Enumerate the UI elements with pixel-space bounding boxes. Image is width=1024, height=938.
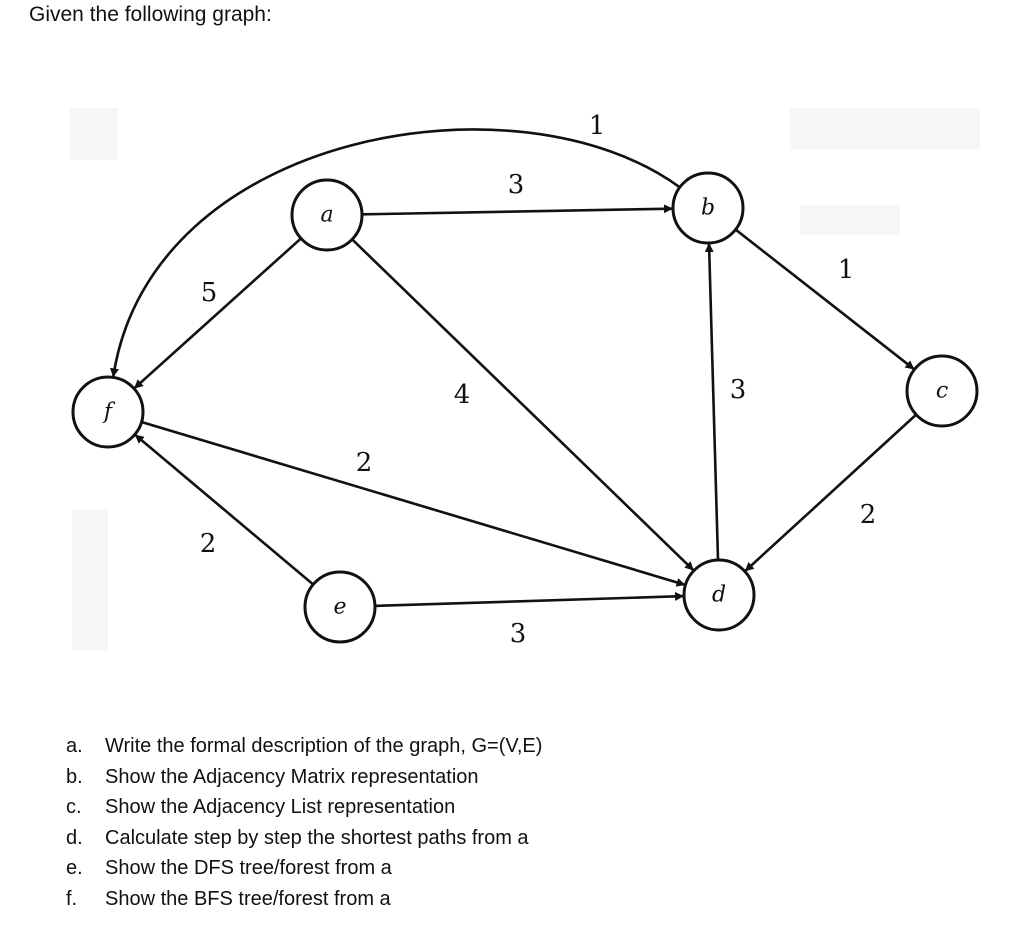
node-f: f [71,375,145,449]
node-circle [290,178,364,252]
question-text: Show the BFS tree/forest from a [105,887,391,910]
node-circle [905,354,979,428]
question-marker: b. [66,765,83,788]
scan-artifact [70,108,118,160]
edge-weight-b-c: 1 [838,255,855,285]
edge-weight-a-d: 4 [454,380,471,410]
edge-weight-a-f: 5 [201,278,218,308]
question-item: b. Show the Adjacency Matrix representati… [66,762,542,793]
node-e: e [303,570,377,644]
edge-weight-e-d: 3 [510,619,527,649]
question-text: Show the Adjacency Matrix representation [105,765,479,788]
scan-artifact [790,108,980,150]
edge-e-d [374,591,685,608]
edge-e-f [133,433,315,586]
edge-weight-d-b: 3 [730,375,747,405]
question-text: Show the DFS tree/forest from a [105,857,392,879]
intro-text: Given the following graph: [29,3,272,26]
node-circle [671,171,745,245]
edge-f-d [141,420,686,587]
edge-weight-a-b: 3 [508,170,525,200]
edge-c-d [743,413,918,573]
node-circle [71,375,145,449]
scan-artifact [800,205,900,235]
question-marker: d. [66,826,83,849]
node-circle [303,570,377,644]
question-item: e. Show the DFS tree/forest from a [66,853,542,884]
node-d: d [682,558,756,632]
directed-weighted-graph: 3 5 4 1 2 2 3 3 1 2 a b c d e f [70,108,980,650]
question-marker: f. [66,887,78,910]
edge-d-b [704,242,720,561]
question-text: Show the Adjacency List representation [105,796,456,818]
question-text: Calculate step by step the shortest path… [105,826,529,849]
question-list: a. Write the formal description of the gr… [66,731,542,914]
scan-artifact [72,510,108,650]
node-label: e [333,595,346,620]
edge-a-f [133,237,302,390]
question-item: f. Show the BFS tree/forest from a [66,884,542,915]
question-marker: c. [66,796,82,818]
node-label: b [701,196,715,221]
node-b: b [671,171,745,245]
edge-weight-e-f: 2 [200,529,217,559]
node-label: d [712,583,726,608]
edge-b-c [734,228,916,371]
question-item: a. Write the formal description of the gr… [66,731,542,762]
node-label: c [936,379,948,404]
edge-weight-f-b: 1 [589,111,606,141]
node-c: c [905,354,979,428]
question-marker: e. [66,857,83,879]
edge-weight-c-d: 2 [860,500,877,530]
edge-a-d [351,238,695,572]
edge-weight-f-d: 2 [356,448,373,478]
question-text: Write the formal description of the grap… [105,735,543,757]
question-marker: a. [66,735,83,757]
node-label: a [320,203,333,228]
node-a: a [290,178,364,252]
edge-f-b [110,128,681,378]
question-item: d. Calculate step by step the shortest pa… [66,823,542,854]
question-item: c. Show the Adjacency List representation [66,792,542,823]
node-circle [682,558,756,632]
edge-a-b [361,204,674,216]
